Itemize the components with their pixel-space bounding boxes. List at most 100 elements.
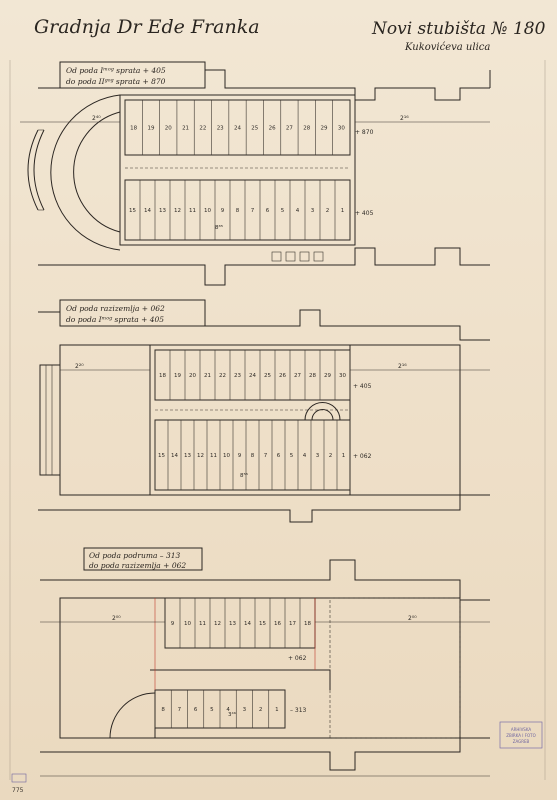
step-number: 9 (171, 621, 175, 627)
step-number: 14 (171, 453, 178, 459)
step-number: 29 (324, 373, 331, 379)
svg-text:ARHIVSKA: ARHIVSKA (511, 727, 532, 732)
plan-2-label-box (59, 299, 206, 327)
plan-1-level-top: + 870 (355, 129, 374, 136)
plan-1-dim-left: 2⁴⁰ (92, 115, 101, 122)
step-number: 5 (210, 707, 214, 713)
step-number: 29 (321, 126, 328, 132)
plan-2-level-bottom: + 062 (353, 453, 372, 460)
step-number: 10 (223, 453, 230, 459)
step-number: 15 (129, 208, 136, 214)
step-number: 9 (221, 208, 225, 214)
plan-2-newel-arc (304, 402, 341, 421)
step-number: 9 (238, 453, 242, 459)
plan-1: Od poda Iᵐᵒᵍ sprata + 405 do poda IIᵍᵒᵍ … (20, 61, 491, 286)
title-left: Gradnja Dr Ede Franka (34, 16, 260, 38)
step-number: 26 (279, 373, 286, 379)
step-number: 24 (234, 126, 241, 132)
step-number: 12 (197, 453, 204, 459)
step-number: 16 (274, 621, 281, 627)
plan-2-level-top: + 405 (353, 383, 372, 390)
plan-1-stair-well (119, 94, 356, 246)
plan-3-dim-right: 2⁰⁰ (408, 615, 417, 622)
step-number: 3 (316, 453, 320, 459)
step-number: 19 (147, 126, 154, 132)
archive-code-box (11, 773, 27, 783)
plan-3: Od poda podruma – 313 do poda razizemlja… (40, 547, 490, 777)
step-number: 2 (329, 453, 333, 459)
plan-1-label-line2: do poda IIᵍᵒᵍ sprata + 870 (66, 77, 166, 86)
step-number: 18 (130, 126, 137, 132)
step-number: 13 (159, 208, 166, 214)
plan-3-top-wall (40, 559, 490, 601)
svg-text:ZBIRKA I FOTO: ZBIRKA I FOTO (506, 733, 536, 738)
plan-2-window (39, 364, 61, 476)
step-number: 15 (259, 621, 266, 627)
step-number: 4 (296, 208, 300, 214)
step-number: 23 (217, 126, 224, 132)
step-number: 14 (144, 208, 151, 214)
step-number: 28 (303, 126, 310, 132)
step-number: 21 (204, 373, 211, 379)
step-number: 30 (338, 126, 345, 132)
step-number: 7 (251, 208, 255, 214)
plan-3-level-top: + 062 (288, 655, 307, 662)
plan-1-top-wall (38, 69, 490, 101)
archive-code: 775 (12, 787, 24, 794)
step-number: 5 (281, 208, 285, 214)
step-number: 6 (194, 707, 198, 713)
plan-3-label-box (83, 547, 203, 571)
step-number: 28 (309, 373, 316, 379)
step-number: 25 (264, 373, 271, 379)
step-number: 6 (266, 208, 270, 214)
step-number: 4 (226, 707, 230, 713)
step-number: 11 (199, 621, 206, 627)
step-number: 5 (290, 453, 294, 459)
svg-text:ZAGREB: ZAGREB (513, 739, 530, 744)
plan-3-dim-left: 2⁰⁰ (112, 615, 121, 622)
title-right: Novi stubišta № 180 (371, 19, 546, 39)
plan-1-label-line1: Od poda Iᵐᵒᵍ sprata + 405 (66, 66, 166, 75)
plan-1-curved-window (27, 129, 39, 211)
plan-2-top-wall (205, 309, 490, 341)
step-number: 8 (251, 453, 255, 459)
plan-2-dim-left: 2²⁰ (75, 363, 84, 370)
step-number: 3 (311, 208, 315, 214)
step-number: 11 (189, 208, 196, 214)
archive-stamp: ARHIVSKA ZBIRKA I FOTO ZAGREB (499, 721, 543, 749)
step-number: 1 (342, 453, 346, 459)
step-number: 17 (289, 621, 296, 627)
plan-2-dim-total: 8⁵⁵ (240, 472, 248, 479)
plan-3-basement-area (329, 597, 461, 739)
step-number: 27 (294, 373, 301, 379)
plan-3-label-line2: do poda razizemlja + 062 (89, 561, 186, 570)
plan-3-bottom-wall (40, 737, 490, 771)
plan-1-level-bottom: + 405 (355, 210, 374, 217)
step-number: 25 (251, 126, 258, 132)
step-number: 24 (249, 373, 256, 379)
step-number: 23 (234, 373, 241, 379)
step-number: 13 (229, 621, 236, 627)
step-number: 1 (275, 707, 279, 713)
step-number: 12 (214, 621, 221, 627)
step-number: 20 (165, 126, 172, 132)
step-number: 18 (159, 373, 166, 379)
plan-3-dim-total: 3⁴⁶ (228, 711, 237, 718)
step-number: 8 (236, 208, 240, 214)
plan-3-level-bottom: – 313 (290, 707, 307, 714)
step-number: 19 (174, 373, 181, 379)
plan-2-label-line2: do poda Iᵐᵒᵍ sprata + 405 (66, 315, 164, 324)
step-number: 30 (339, 373, 346, 379)
step-number: 10 (184, 621, 191, 627)
step-number: 6 (277, 453, 281, 459)
step-number: 22 (219, 373, 226, 379)
step-number: 13 (184, 453, 191, 459)
step-number: 14 (244, 621, 251, 627)
